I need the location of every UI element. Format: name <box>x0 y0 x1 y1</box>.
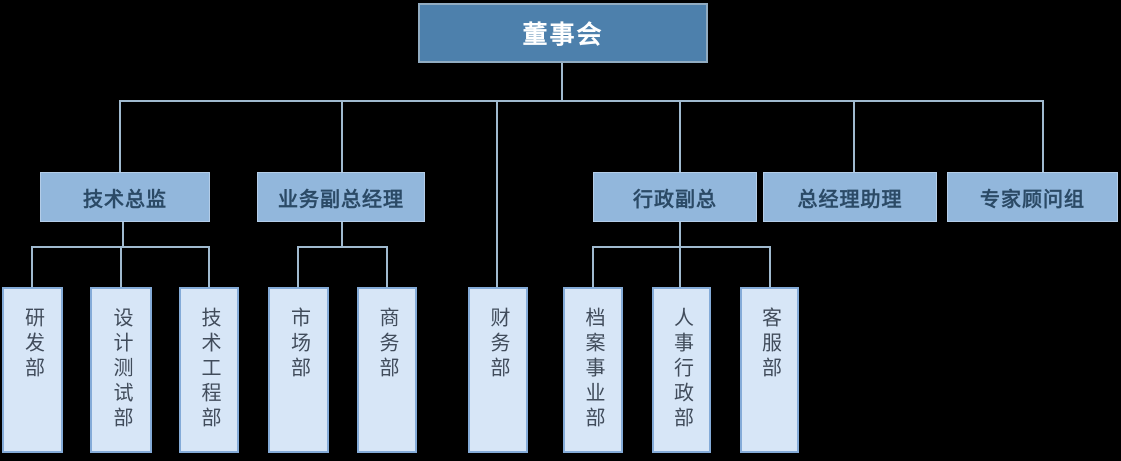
org-node-label: 董事会 <box>522 21 604 49</box>
org-node-archives-dept[interactable]: 档案事业部 <box>563 287 623 453</box>
connector-drop-archives <box>592 246 594 287</box>
org-node-label: 业务副总经理 <box>278 188 404 211</box>
connector-drop-business-deputy <box>341 100 343 172</box>
org-node-label: 专家顾问组 <box>980 188 1085 211</box>
connector-root-stem <box>561 63 563 100</box>
org-node-finance-dept[interactable]: 财务部 <box>468 287 528 453</box>
org-node-commerce-dept[interactable]: 商务部 <box>357 287 417 453</box>
org-node-label: 财务部 <box>487 307 509 382</box>
connector-main-bus <box>119 100 1044 102</box>
org-node-label: 总经理助理 <box>797 188 903 211</box>
org-node-label: 人事行政部 <box>670 307 693 432</box>
org-node-label: 档案事业部 <box>582 307 604 432</box>
org-node-rd-dept[interactable]: 研发部 <box>2 287 63 453</box>
org-node-marketing-dept[interactable]: 市场部 <box>268 287 329 453</box>
connector-drop-marketing <box>297 246 299 287</box>
connector-tech-feed <box>122 222 124 246</box>
org-node-gm-assistant[interactable]: 总经理助理 <box>763 172 937 222</box>
org-node-tech-director[interactable]: 技术总监 <box>40 172 210 222</box>
org-node-label: 设计测试部 <box>110 307 132 432</box>
org-node-tech-engineering-dept[interactable]: 技术工程部 <box>179 287 239 453</box>
org-node-label: 客服部 <box>758 307 781 382</box>
org-node-design-testing-dept[interactable]: 设计测试部 <box>90 287 152 453</box>
org-node-label: 市场部 <box>287 307 310 382</box>
connector-admin-bus <box>592 246 771 248</box>
connector-drop-hr-admin <box>679 246 681 287</box>
connector-drop-expert-group <box>1042 100 1044 172</box>
org-node-customer-service-dept[interactable]: 客服部 <box>740 287 799 453</box>
org-node-label: 商务部 <box>376 307 398 382</box>
org-node-board-of-directors[interactable]: 董事会 <box>418 3 708 63</box>
connector-drop-admin-deputy <box>679 100 681 172</box>
org-node-label: 研发部 <box>21 307 44 382</box>
connector-drop-customer-service <box>769 246 771 287</box>
connector-drop-gm-assistant <box>853 100 855 172</box>
org-node-label: 行政副总 <box>633 188 717 211</box>
connector-drop-tech-director <box>119 100 121 172</box>
connector-admin-feed <box>679 222 681 246</box>
org-node-admin-deputy-gm[interactable]: 行政副总 <box>593 172 757 222</box>
connector-drop-finance <box>496 100 498 287</box>
connector-drop-commerce <box>386 246 388 287</box>
org-node-label: 技术总监 <box>83 188 167 211</box>
org-node-hr-admin-dept[interactable]: 人事行政部 <box>652 287 711 453</box>
connector-business-bus <box>297 246 388 248</box>
connector-drop-rd-dept <box>31 246 33 287</box>
org-node-expert-advisory-group[interactable]: 专家顾问组 <box>947 172 1118 222</box>
connector-drop-design-testing <box>120 246 122 287</box>
org-node-business-deputy-gm[interactable]: 业务副总经理 <box>257 172 425 222</box>
connector-business-feed <box>341 222 343 246</box>
org-node-label: 技术工程部 <box>198 307 220 432</box>
connector-drop-tech-engineering <box>208 246 210 287</box>
